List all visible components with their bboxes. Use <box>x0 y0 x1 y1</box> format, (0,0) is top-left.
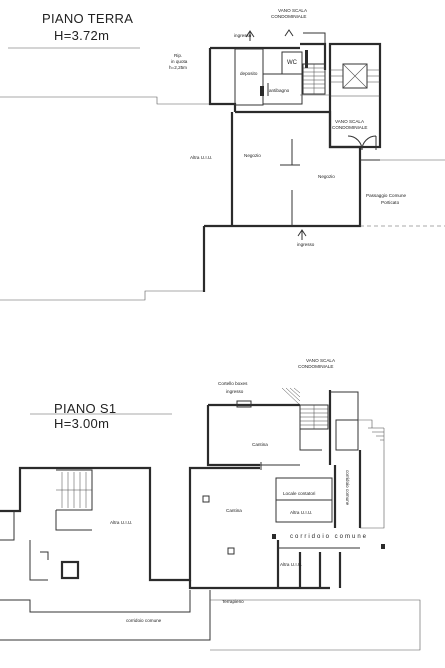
label-vano-scala: VANO SCALA <box>335 119 365 124</box>
pillar <box>381 544 385 549</box>
label-vano-scala: VANO SCALA <box>306 358 336 363</box>
label-corridoio-comune: corridoio comune <box>290 534 368 540</box>
label-cortello-boxes: Cortello boxes <box>218 381 248 386</box>
entrance-arrow-icon <box>284 29 294 37</box>
label-corridoio-comune: corridoio comune <box>126 618 162 623</box>
label-passaggio-comune: Passaggio Comune <box>366 193 407 198</box>
basement-height: H=3.00m <box>54 416 109 431</box>
stair-left <box>55 469 93 531</box>
label-ingresso: ingresso <box>297 242 315 247</box>
shop-wall <box>204 110 362 228</box>
pillar <box>202 495 210 503</box>
label-deposito: deposito <box>240 71 258 76</box>
basement-title: PIANO S1 <box>54 401 116 416</box>
storage-partition <box>276 540 342 588</box>
basement-wall <box>0 466 260 582</box>
site-boundary-line <box>0 226 205 301</box>
label-antibagno: antibagno <box>269 88 290 93</box>
label-negozio: Negozio <box>244 153 261 158</box>
pillar <box>227 547 235 555</box>
stair-wall <box>330 391 359 420</box>
wall-pillar <box>260 86 264 96</box>
stair-basement <box>281 387 329 451</box>
pillar <box>272 534 276 539</box>
ground-floor-plan: PIANO TERRA H=3.72m <box>0 8 445 301</box>
label-rip: Rip. <box>174 53 182 58</box>
label-rip-quota: in quota <box>171 59 188 64</box>
basement-wall <box>29 540 48 581</box>
stair-right <box>368 427 385 450</box>
terrapieno-boundary <box>210 599 421 651</box>
ground-floor-height: H=3.72m <box>54 28 109 43</box>
label-vano-scala: VANO SCALA <box>278 8 308 13</box>
shaft-left <box>60 560 80 580</box>
bottom-wall <box>0 590 191 613</box>
label-ingresso: ingresso <box>226 389 244 394</box>
basement-wall <box>188 580 330 590</box>
label-condominiale: CONDOMINIALE <box>271 14 306 19</box>
bottom-wall <box>0 590 211 641</box>
label-altra-uiu: Altra U.I.U. <box>280 562 302 567</box>
basement-wall <box>40 551 49 560</box>
stair-landing-top <box>303 32 326 44</box>
basement-wall <box>0 511 15 541</box>
label-condominiale: CONDOMINIALE <box>332 125 367 130</box>
label-altra-uiu: Altra U.I.U. <box>190 155 212 160</box>
site-boundary-line <box>0 96 210 105</box>
stair-core-right <box>328 42 382 151</box>
entrance-arrow-icon <box>245 30 255 41</box>
ground-floor-title: PIANO TERRA <box>42 11 133 26</box>
label-condominiale: CONDOMINIALE <box>298 364 333 369</box>
partition-wall <box>280 139 300 166</box>
label-rip-height: h=2,25m <box>169 65 187 70</box>
stair-top <box>302 63 326 95</box>
label-altra-uiu: Altra U.I.U. <box>290 510 312 515</box>
label-terrapieno: Terrapieno <box>222 599 244 604</box>
label-corridoio-comune: corridoio comune <box>345 470 350 506</box>
corridor-end <box>360 450 385 529</box>
label-ingresso: ingresso <box>234 33 252 38</box>
elevator-shaft <box>335 419 359 451</box>
exterior-wall <box>208 46 300 112</box>
label-locale-contatori: Locale contatori <box>283 491 315 496</box>
label-negozio: Negozio <box>318 174 335 179</box>
label-wc: WC <box>287 60 298 66</box>
label-cantina: Cantina <box>252 442 268 447</box>
entrance-mark <box>236 400 252 408</box>
entrance-arrow-icon <box>297 229 307 240</box>
label-cantina: Cantina <box>226 508 242 513</box>
label-porticato: Porticato <box>381 200 400 205</box>
wall-pillar <box>305 50 308 68</box>
stair-wall <box>358 419 373 428</box>
exterior-wall <box>206 405 260 467</box>
antibagno-room <box>263 73 303 105</box>
basement-floor-plan: PIANO S1 H=3.00m <box>0 358 421 651</box>
label-altra-uiu: Altra U.I.U. <box>110 520 132 525</box>
deposito-room <box>234 48 264 106</box>
exterior-wall <box>300 42 327 70</box>
